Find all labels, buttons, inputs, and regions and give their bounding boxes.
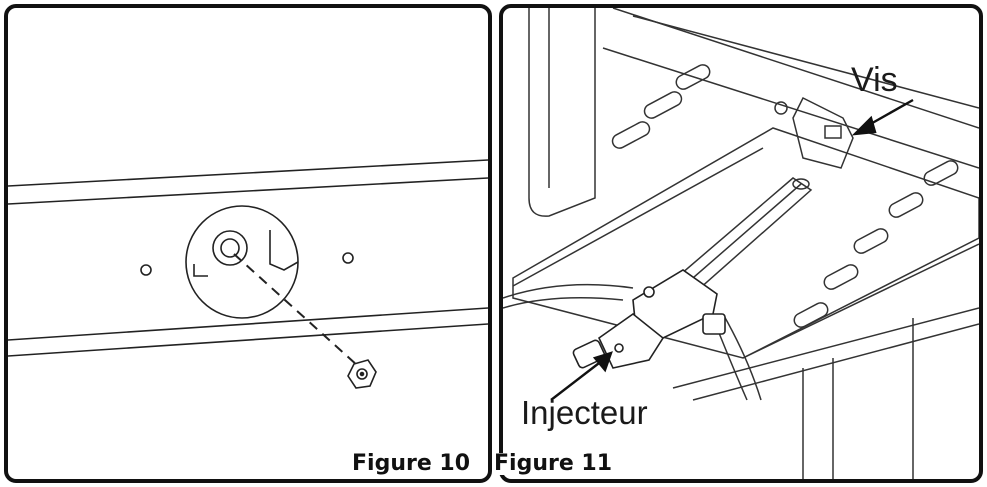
top-beam-edge [612, 8, 979, 129]
left-tab [193, 264, 208, 277]
injector-nut [347, 359, 377, 389]
slot-hole [793, 302, 829, 328]
slot-hole [611, 121, 651, 149]
figure-10-caption: Figure 10 [350, 451, 473, 476]
figure-11-caption: Figure 11 [492, 451, 615, 476]
slot-hole [923, 160, 959, 186]
figure-10-drawing [8, 159, 488, 389]
vis-arrowhead [851, 115, 877, 136]
upper-rail-edge [8, 159, 488, 187]
left-screw [140, 264, 152, 276]
injector-label: Injecteur [521, 394, 648, 431]
injector-arrow [550, 359, 604, 401]
slot-hole [888, 192, 924, 218]
figure-11-drawing [503, 8, 979, 479]
lower-rail-edge [8, 307, 488, 341]
inner-hole [220, 238, 240, 258]
wire [503, 283, 634, 299]
right-tab [269, 230, 299, 271]
left-post [528, 8, 596, 217]
inner-ring [212, 230, 248, 266]
screw-bracket [792, 96, 854, 169]
upper-rail-edge-2 [8, 177, 488, 205]
vis-arrow [866, 98, 914, 128]
lower-rail-edge-2 [8, 323, 488, 357]
slot-hole [823, 264, 859, 290]
injector-arrowhead [592, 351, 613, 373]
slot-hole [643, 91, 683, 119]
right-screw [342, 252, 354, 264]
figure-10-panel [4, 4, 492, 483]
thermocouple-clip [702, 313, 726, 335]
figure-11-panel: Vis Injecteur [499, 4, 983, 483]
screw-head [774, 101, 788, 115]
slot-hole [675, 64, 711, 90]
slot-hole [853, 228, 889, 254]
injector-guide-line [233, 253, 359, 367]
injector-assembly [572, 269, 726, 369]
burner-tray [512, 127, 979, 359]
screw-label: Vis [851, 61, 898, 99]
burner-opening [185, 205, 299, 319]
